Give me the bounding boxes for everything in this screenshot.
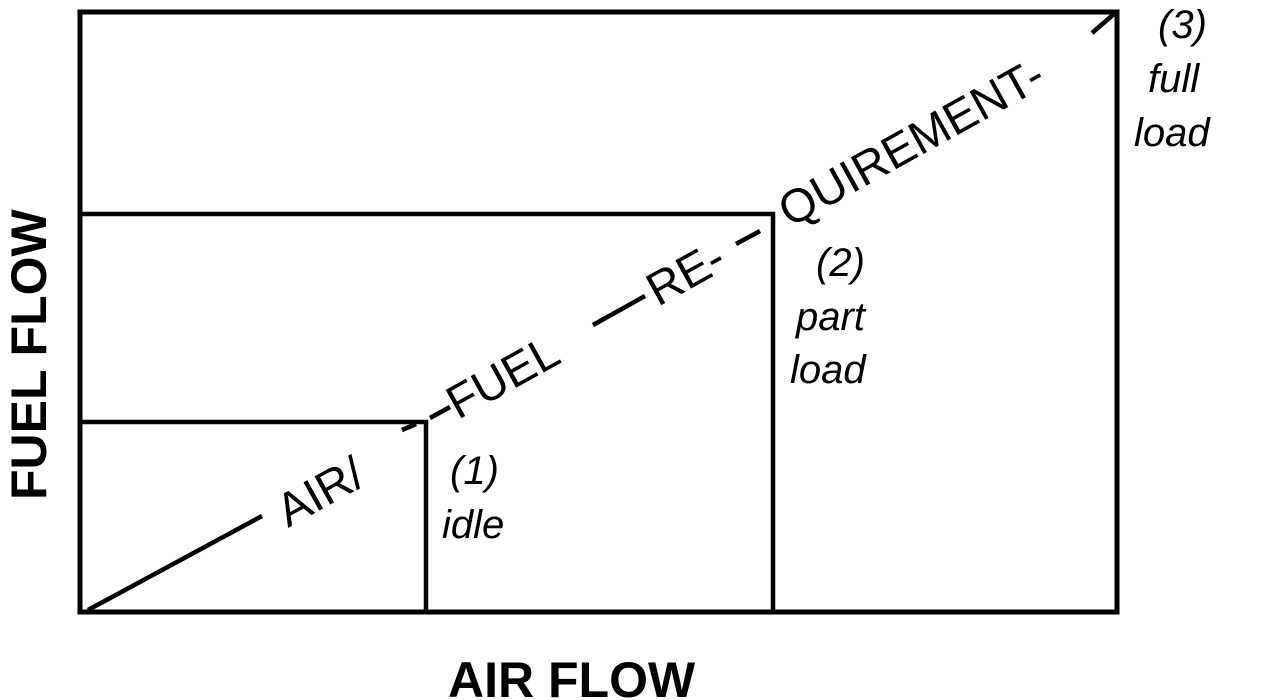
point-label-full-load: (3) full load [1134,3,1211,155]
air-fuel-requirement-curve [86,12,1116,612]
point-label-part-load: (2) part load [790,241,867,392]
point-description: full [1148,57,1200,101]
curve-segment [591,294,647,327]
curve-segment [734,229,762,246]
curve-segment [1090,12,1116,35]
point-description: idle [442,503,504,547]
curve-word-quirement: QUIREMENT- [769,47,1053,236]
point-description: load [790,348,867,392]
x-axis-label: AIR FLOW [448,652,696,700]
point-description: part [795,295,867,339]
point-number: (2) [816,241,865,285]
y-axis-label: FUEL FLOW [1,208,57,500]
curve-word-air: AIR/ [267,446,373,537]
curve-segment [401,421,417,433]
diagram-frame [77,9,1120,615]
idle-box-lines [82,419,429,612]
curve-word-fuel: FUEL [437,324,568,429]
curve-word-re: RE- [637,230,733,316]
point-description: load [1134,111,1211,155]
curve-segment [86,514,264,612]
point-label-idle: (1) idle [442,449,504,547]
part-load-box-lines [82,211,776,612]
point-number: (3) [1158,3,1207,47]
point-number: (1) [450,449,499,493]
curve-segment [428,405,452,420]
